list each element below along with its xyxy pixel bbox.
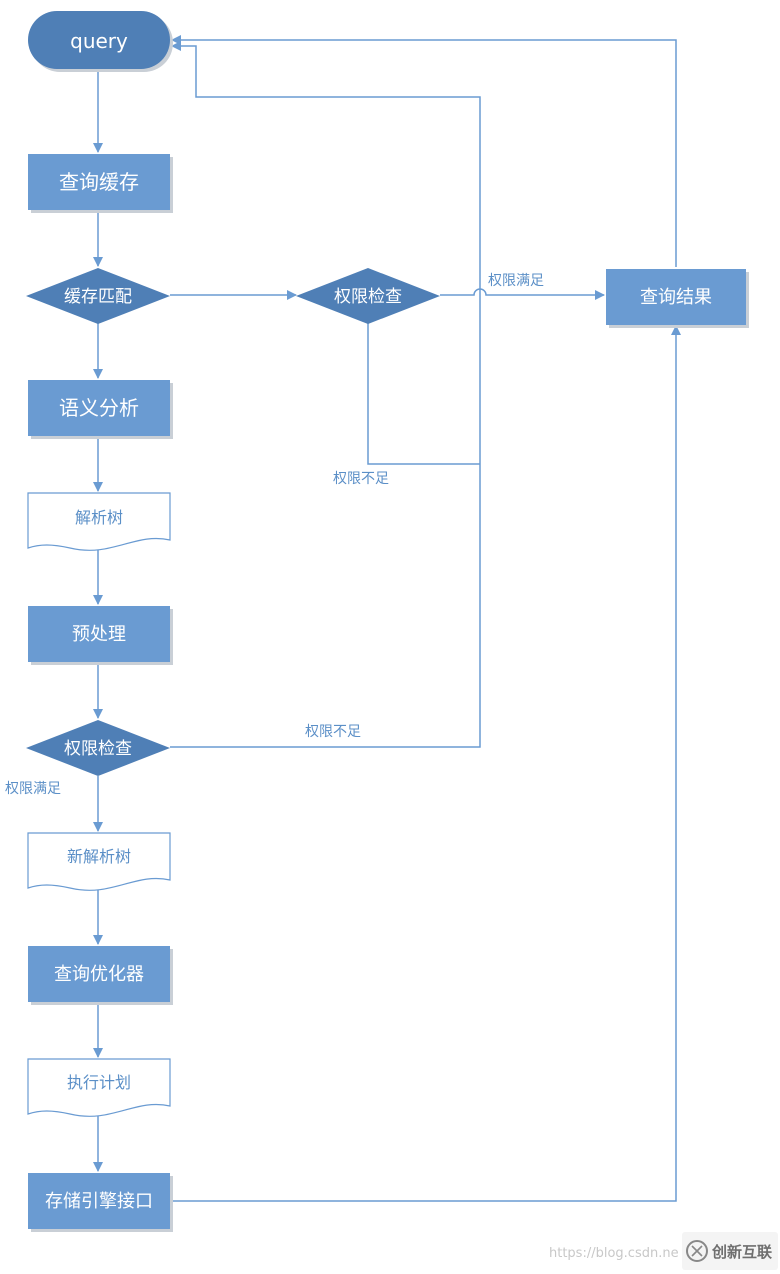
watermark-brand: 创新互联 [711, 1243, 773, 1261]
node-exec-plan: 执行计划 [27, 1058, 171, 1117]
label-perm-denied-top: 权限不足 [333, 471, 389, 487]
node-preprocess-label: 预处理 [72, 624, 126, 645]
node-cache-match: 缓存匹配 [26, 268, 170, 324]
node-query-optimizer: 查询优化器 [28, 946, 173, 1005]
node-query-result: 查询结果 [606, 269, 749, 328]
node-parse-tree-label: 解析树 [75, 508, 123, 527]
edge-storage-to-result [170, 325, 681, 1202]
edge-permcheck-to-result [440, 288, 605, 300]
node-perm-check-mid: 权限检查 [26, 720, 170, 776]
node-semantic-analysis-label: 语义分析 [59, 396, 139, 420]
node-query-label: query [70, 29, 128, 53]
watermark-logo: 创新互联 [682, 1232, 778, 1270]
label-perm-ok-mid: 权限满足 [5, 781, 61, 797]
edge-permtop-denied-return [367, 323, 480, 465]
brand-logo-icon [686, 1240, 708, 1262]
node-query: query [28, 11, 173, 72]
label-perm-denied-mid: 权限不足 [305, 724, 361, 740]
node-preprocess: 预处理 [28, 606, 173, 665]
node-storage-engine: 存储引擎接口 [28, 1173, 173, 1232]
edge-permmid-denied-return [170, 41, 481, 748]
node-cache-lookup: 查询缓存 [28, 154, 173, 213]
node-parse-tree: 解析树 [27, 492, 171, 551]
connectors [93, 35, 681, 1202]
node-cache-match-label: 缓存匹配 [64, 287, 132, 307]
node-perm-check-top-label: 权限检查 [334, 287, 402, 307]
node-new-parse-tree-label: 新解析树 [67, 847, 131, 866]
node-new-parse-tree: 新解析树 [27, 832, 171, 891]
node-storage-engine-label: 存储引擎接口 [45, 1191, 153, 1212]
node-perm-check-mid-label: 权限检查 [64, 739, 132, 759]
node-perm-check-top: 权限检查 [296, 268, 440, 324]
node-semantic-analysis: 语义分析 [28, 380, 173, 439]
watermark-url: https://blog.csdn.ne [549, 1246, 679, 1261]
node-query-result-label: 查询结果 [640, 287, 712, 308]
edge-result-to-query [171, 35, 677, 267]
node-exec-plan-label: 执行计划 [67, 1073, 131, 1092]
node-cache-lookup-label: 查询缓存 [59, 170, 139, 194]
node-query-optimizer-label: 查询优化器 [54, 964, 144, 985]
label-perm-ok-top: 权限满足 [488, 273, 544, 289]
